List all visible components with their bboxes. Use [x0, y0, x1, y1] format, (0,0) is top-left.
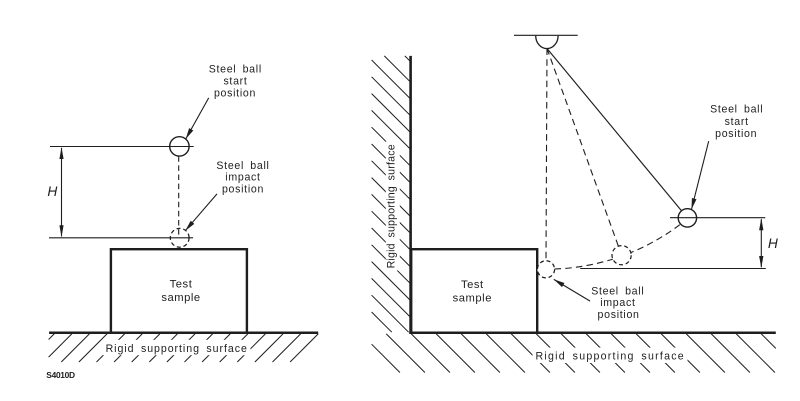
svg-text:H: H	[768, 236, 778, 251]
svg-text:Test: Test	[170, 279, 193, 291]
svg-text:position: position	[222, 184, 264, 196]
svg-text:start: start	[223, 76, 247, 88]
svg-text:Rigid supporting surface: Rigid supporting surface	[106, 343, 248, 355]
svg-text:S4010D: S4010D	[46, 370, 75, 380]
svg-text:position: position	[715, 128, 757, 140]
svg-text:sample: sample	[453, 293, 492, 305]
svg-text:start: start	[725, 116, 749, 128]
svg-text:Steel ball: Steel ball	[710, 104, 763, 116]
svg-text:Rigid supporting surface: Rigid supporting surface	[535, 350, 684, 362]
svg-text:Test: Test	[461, 279, 484, 291]
svg-text:Steel ball: Steel ball	[216, 160, 269, 172]
svg-text:Rigid supporting surface: Rigid supporting surface	[386, 144, 398, 268]
svg-text:Steel ball: Steel ball	[591, 285, 644, 297]
svg-text:position: position	[598, 309, 640, 321]
svg-text:sample: sample	[161, 292, 200, 304]
svg-text:H: H	[47, 184, 57, 199]
svg-text:Steel ball: Steel ball	[209, 64, 262, 76]
svg-text:impact: impact	[225, 172, 260, 184]
svg-text:position: position	[214, 88, 256, 100]
svg-text:impact: impact	[600, 297, 635, 309]
